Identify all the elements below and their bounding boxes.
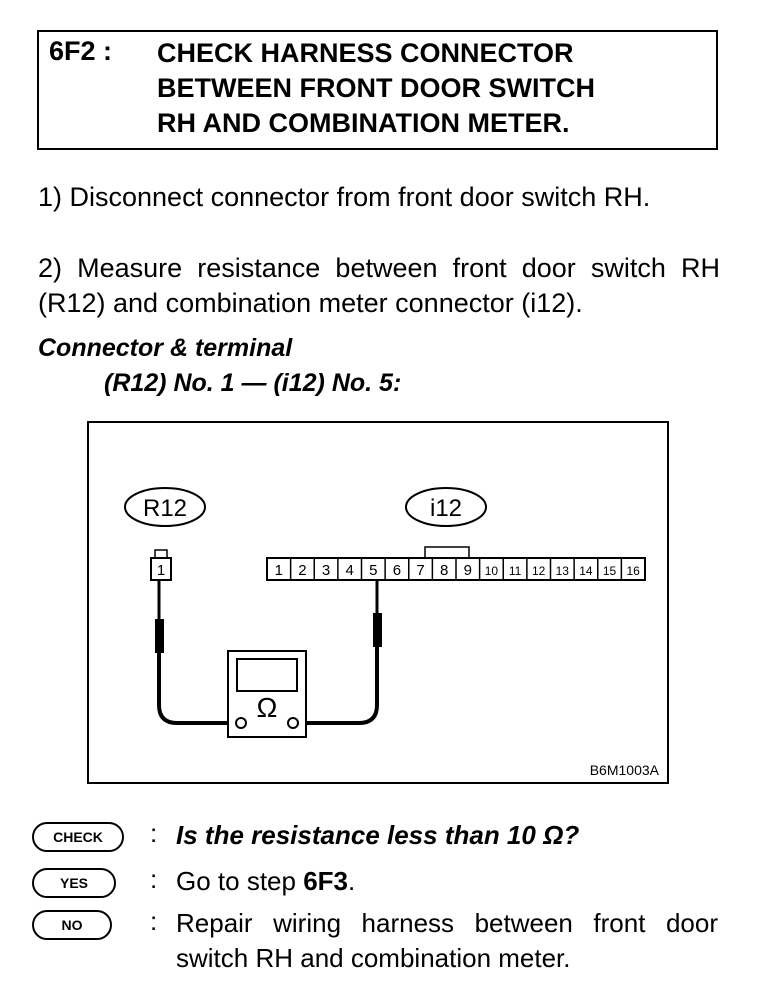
check-badge: CHECK (32, 822, 124, 852)
instruction-2: 2) Measure resistance between front door… (38, 253, 720, 318)
i12-terminal-13: 13 (556, 564, 570, 578)
i12-terminal-8: 8 (440, 562, 448, 579)
i12-connector-latch (424, 546, 470, 559)
right-lead-wire (297, 647, 379, 725)
no-answer: Repair wiring harness between front door… (176, 908, 718, 973)
i12-label-oval (405, 487, 487, 527)
r12-label-oval (124, 487, 206, 527)
yes-answer-text: Go to step (176, 866, 304, 896)
left-probe (155, 619, 164, 653)
i12-terminal-4: 4 (346, 562, 354, 579)
check-question: Is the resistance less than 10 Ω? (176, 818, 718, 853)
i12-terminal-1: 1 (275, 562, 283, 579)
no-colon: : (150, 906, 158, 936)
step-title-line: CHECK HARNESS CONNECTOR (157, 38, 574, 68)
check-colon: : (150, 818, 158, 848)
yes-answer: Go to step 6F3. (176, 864, 718, 899)
ohmmeter-display (236, 658, 298, 692)
next-step-ref: 6F3 (303, 866, 348, 896)
i12-terminal-5: 5 (369, 562, 377, 579)
ohmmeter-terminal-right (287, 717, 299, 729)
r12-terminal-1: 1 (157, 562, 165, 579)
yes-answer-end: . (348, 866, 356, 896)
yes-badge: YES (32, 868, 116, 898)
i12-terminal-12: 12 (532, 564, 546, 578)
r12-connector-latch (154, 549, 168, 559)
i12-terminal-15: 15 (603, 564, 617, 578)
step-title-line: BETWEEN FRONT DOOR SWITCH (157, 73, 595, 103)
figure-code: B6M1003A (590, 762, 660, 778)
i12-terminal-6: 6 (393, 562, 401, 579)
i12-terminal-14: 14 (579, 564, 593, 578)
i12-terminal-3: 3 (322, 562, 330, 579)
i12-terminal-10: 10 (485, 564, 499, 578)
r12-connector (150, 557, 172, 581)
connector-terminal-heading: Connector & terminal (38, 334, 293, 362)
connector-terminal-value: (R12) No. 1 — (i12) No. 5: (104, 369, 402, 397)
i12-terminal-2: 2 (298, 562, 306, 579)
i12-terminal-16: 16 (627, 564, 641, 578)
i12-terminal-11: 11 (509, 564, 522, 578)
check-question-end: Ω? (543, 820, 580, 850)
instruction-1: 1) Disconnect connector from front door … (38, 182, 651, 212)
step-title-box: 6F2 : CHECK HARNESS CONNECTOR BETWEEN FR… (37, 30, 718, 150)
step-title: CHECK HARNESS CONNECTOR BETWEEN FRONT DO… (157, 36, 595, 141)
no-badge: NO (32, 910, 112, 940)
right-probe (373, 613, 382, 647)
step-id: 6F2 : (49, 36, 113, 66)
yes-colon: : (150, 864, 158, 894)
ohmmeter-terminal-left (235, 717, 247, 729)
check-question-text: Is the resistance less than 10 (176, 820, 544, 850)
i12-terminal-7: 7 (416, 562, 424, 579)
ohm-symbol: Ω (257, 692, 278, 723)
i12-terminal-9: 9 (464, 562, 472, 579)
step-title-line: RH AND COMBINATION METER. (157, 108, 570, 138)
i12-label: i12 (430, 495, 462, 522)
left-lead-wire (157, 653, 239, 725)
r12-label: R12 (143, 495, 187, 522)
